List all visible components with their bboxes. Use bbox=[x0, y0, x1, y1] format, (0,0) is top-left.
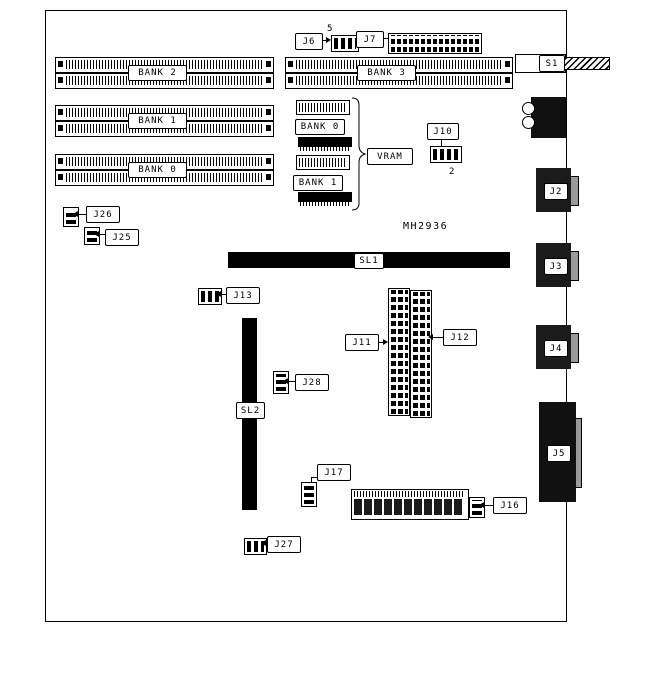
vram-chip-2-pins bbox=[300, 202, 350, 206]
j27-label: J27 bbox=[267, 536, 301, 553]
j16-leader-line bbox=[484, 505, 493, 506]
j28-leader-line bbox=[288, 381, 295, 382]
j12-arrow bbox=[428, 334, 433, 340]
j25-arrow bbox=[94, 231, 99, 237]
vram-chip-1 bbox=[298, 137, 352, 147]
audio-jack-1 bbox=[522, 102, 535, 115]
j10-leader-line bbox=[441, 138, 442, 146]
vram-bank0-label: BANK 0 bbox=[295, 119, 345, 135]
j6-leader-line bbox=[321, 40, 327, 41]
part-number-text: MH2936 bbox=[403, 221, 449, 232]
bank2-label: BANK 2 bbox=[128, 65, 187, 81]
j2-label: J2 bbox=[544, 183, 568, 200]
j25-connector bbox=[84, 227, 100, 245]
j12-leader-line bbox=[433, 337, 443, 338]
sl2-label: SL2 bbox=[236, 402, 265, 419]
vram-socket-1 bbox=[296, 100, 350, 115]
j26-label: J26 bbox=[86, 206, 120, 223]
vram-brace bbox=[351, 97, 367, 211]
j13-connector bbox=[198, 288, 222, 305]
s1-switch-hatch bbox=[564, 57, 610, 70]
j28-arrow bbox=[283, 378, 288, 384]
j7-connector bbox=[388, 33, 482, 54]
j27-arrow bbox=[261, 540, 266, 546]
bank1-label: BANK 1 bbox=[128, 113, 187, 129]
j26-arrow bbox=[73, 211, 78, 217]
vram-label: VRAM bbox=[367, 148, 413, 165]
j17-leader-line-v bbox=[311, 477, 312, 482]
vram-bank1-label: BANK 1 bbox=[293, 175, 343, 191]
sl1-label: SL1 bbox=[354, 253, 384, 269]
j12-label: J12 bbox=[443, 329, 477, 346]
j13-arrow bbox=[216, 291, 221, 297]
j17-connector bbox=[301, 482, 317, 507]
j3-label: J3 bbox=[544, 258, 568, 275]
j4-label: J4 bbox=[544, 340, 568, 357]
j16-connector bbox=[469, 497, 485, 518]
bank0-label: BANK 0 bbox=[128, 162, 187, 178]
j6-pin5-marker: 5 bbox=[327, 24, 333, 34]
vram-socket-2 bbox=[296, 155, 350, 170]
vram-chip-1-pins bbox=[300, 147, 350, 151]
j17-label: J17 bbox=[317, 464, 351, 481]
bottom-edge-connector-pads bbox=[354, 499, 464, 515]
j13-leader-line bbox=[221, 294, 226, 295]
audio-jack-2 bbox=[522, 116, 535, 129]
j10-pin2-marker: 2 bbox=[449, 167, 455, 177]
j16-arrow bbox=[479, 502, 484, 508]
j6-label: J6 bbox=[295, 33, 323, 50]
j7-leader-line bbox=[382, 38, 388, 39]
j11-pin-header bbox=[388, 288, 410, 416]
j13-label: J13 bbox=[226, 287, 260, 304]
j26-connector bbox=[63, 207, 79, 227]
j10-connector bbox=[430, 146, 462, 163]
j28-connector bbox=[273, 371, 289, 394]
j16-label: J16 bbox=[493, 497, 527, 514]
j5-label: J5 bbox=[547, 445, 571, 462]
bottom-edge-connector bbox=[351, 489, 469, 520]
j7-label: J7 bbox=[356, 31, 384, 48]
j28-label: J28 bbox=[295, 374, 329, 391]
j27-connector bbox=[244, 538, 267, 555]
s1-label: S1 bbox=[539, 55, 565, 72]
j26-leader-line bbox=[78, 214, 86, 215]
j10-label: J10 bbox=[427, 123, 459, 140]
audio-port-block bbox=[531, 97, 566, 138]
j25-label: J25 bbox=[105, 229, 139, 246]
j11-arrow bbox=[383, 339, 388, 345]
j25-leader-line bbox=[99, 234, 105, 235]
bank3-label: BANK 3 bbox=[357, 65, 416, 81]
j6-arrow bbox=[326, 37, 331, 43]
j12-pin-header bbox=[410, 290, 432, 418]
bottom-edge-connector-ticks bbox=[354, 491, 464, 497]
j17-leader-line-h bbox=[311, 477, 317, 478]
vram-chip-2 bbox=[298, 192, 352, 202]
j6-connector bbox=[331, 35, 359, 52]
j11-leader-line bbox=[377, 342, 383, 343]
j11-label: J11 bbox=[345, 334, 379, 351]
j27-leader-line bbox=[265, 543, 267, 544]
